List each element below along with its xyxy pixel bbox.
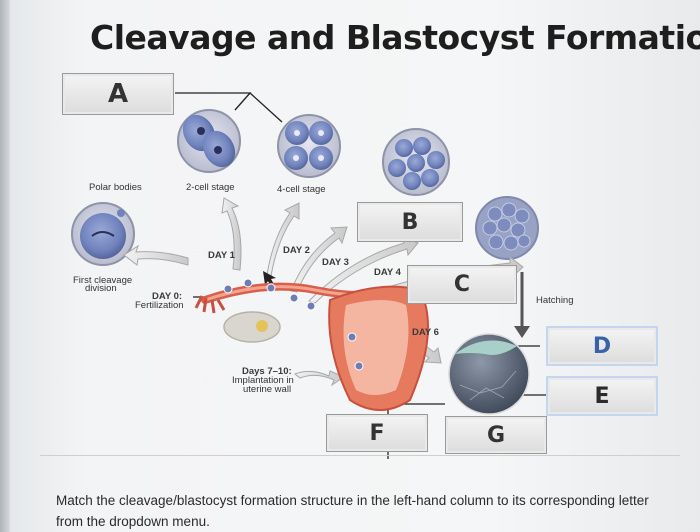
two-cell-embryo [177, 109, 241, 173]
label-box-g[interactable]: G [445, 416, 547, 454]
blastocyst [448, 333, 530, 415]
label-4-cell-stage: 4-cell stage [277, 184, 326, 195]
label-box-f[interactable]: F [326, 414, 428, 452]
label-first-cleavage: First cleavage [73, 275, 133, 286]
label-day2: DAY 2 [283, 245, 310, 256]
label-box-a[interactable]: A [62, 73, 174, 115]
label-box-e[interactable]: E [546, 376, 658, 416]
label-days-7-10: Days 7–10: [242, 366, 292, 377]
label-box-b[interactable]: B [357, 202, 463, 242]
label-hatching: Hatching [536, 295, 574, 306]
label-2-cell-stage: 2-cell stage [186, 182, 235, 193]
divider [40, 455, 680, 456]
label-polar-bodies: Polar bodies [89, 182, 142, 193]
label-day0: DAY 0: [152, 291, 183, 302]
zygote-first-cleavage [71, 202, 135, 266]
label-fertilization: Fertilization [135, 300, 184, 311]
morula-embryo [382, 128, 450, 196]
label-day6: DAY 6 [412, 327, 439, 338]
hatching-arrow [514, 272, 530, 338]
four-cell-embryo [277, 114, 341, 178]
label-uterine-wall: uterine wall [243, 384, 292, 395]
monitor-bezel [0, 0, 10, 532]
uterine-tube [194, 278, 429, 411]
label-division: division [85, 283, 117, 294]
compact-morula [475, 196, 539, 260]
label-day3: DAY 3 [322, 257, 349, 268]
label-day4: DAY 4 [374, 267, 401, 278]
page-title: Cleavage and Blastocyst Formation [90, 18, 700, 57]
instructions-text: Match the cleavage/blastocyst formation … [56, 493, 649, 529]
label-box-c[interactable]: C [407, 265, 517, 304]
label-box-d[interactable]: D [546, 326, 658, 366]
label-implantation: Implantation in [232, 375, 294, 386]
label-day1: DAY 1 [208, 250, 235, 261]
